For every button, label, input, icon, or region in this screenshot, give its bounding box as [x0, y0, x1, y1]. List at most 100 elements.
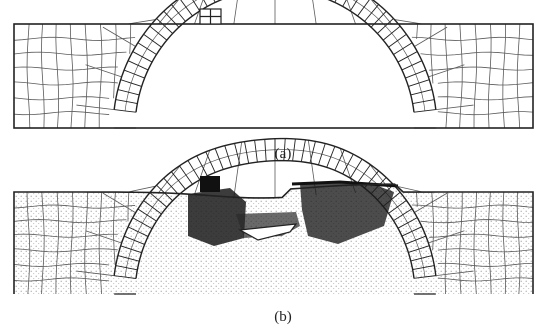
mesh-line: [429, 66, 534, 71]
stipple-fill: [14, 184, 533, 294]
mesh-line: [13, 248, 118, 253]
mesh-line: [444, 191, 449, 295]
voussoir-joint: [357, 164, 371, 184]
mesh-line: [411, 204, 534, 209]
voussoir-joint: [413, 275, 436, 279]
mesh-line: [420, 51, 534, 56]
voussoir-joint: [397, 217, 418, 229]
mesh-grid: [13, 0, 534, 129]
panel-a: [13, 0, 534, 129]
mesh-line: [13, 96, 110, 101]
arch-midline: [124, 0, 426, 111]
slab-outline: [13, 183, 534, 294]
voussoir-joint: [410, 89, 433, 96]
voussoir-joint: [234, 143, 241, 166]
mesh-line: [69, 191, 74, 295]
mesh-line: [127, 185, 156, 193]
mesh-line: [158, 164, 181, 193]
mesh-line: [420, 219, 534, 224]
mesh-line: [102, 26, 136, 47]
arch-ring: [113, 137, 437, 295]
mesh-line: [430, 23, 434, 84]
voussoir-joint: [137, 208, 157, 222]
mesh-line: [428, 64, 465, 78]
mesh-line: [13, 277, 110, 282]
voussoir-joint: [364, 4, 379, 22]
voussoir-joint: [115, 265, 138, 271]
mesh-line: [233, 142, 243, 198]
voussoir-joint: [393, 42, 413, 55]
mesh-line: [113, 23, 117, 99]
voussoir-joint: [264, 139, 267, 162]
voussoir-joint: [382, 25, 401, 41]
voussoir-joint: [412, 265, 435, 271]
voussoir-joint: [213, 0, 216, 3]
voussoir-joint: [388, 33, 407, 48]
voussoir-joint: [171, 171, 186, 190]
panel-b-caption: (b): [274, 309, 292, 325]
mesh-line: [473, 23, 478, 129]
voussoir-joint: [300, 139, 306, 162]
voussoir-joint: [334, 149, 345, 171]
mesh-line: [85, 230, 122, 244]
load-block: [199, 8, 222, 25]
mesh-line: [194, 0, 204, 25]
voussoir-joint: [397, 51, 418, 63]
voussoir-joint: [214, 148, 224, 170]
mesh-line: [84, 192, 88, 295]
mesh-line: [76, 270, 115, 277]
mesh-line: [13, 262, 110, 267]
arch-intrados: [135, 0, 415, 113]
mesh-line: [411, 36, 534, 41]
mesh-line: [414, 192, 448, 213]
voussoir-joint: [334, 0, 337, 3]
mesh-line: [113, 192, 116, 265]
mesh-line: [346, 0, 356, 25]
voussoir-joint: [401, 226, 423, 237]
mesh-grid: [13, 138, 534, 295]
mesh-line: [158, 0, 179, 25]
mesh-line: [437, 96, 534, 101]
mesh-line: [437, 277, 534, 282]
mesh-line: [102, 192, 136, 214]
voussoir-joint: [377, 18, 394, 34]
mesh-line: [516, 191, 521, 295]
mesh-line: [69, 23, 74, 129]
voussoir-joint: [388, 199, 407, 214]
voussoir-joint: [309, 141, 316, 164]
mesh-line: [76, 104, 115, 111]
voussoir-joint: [132, 217, 153, 230]
voussoir-joint: [401, 60, 423, 71]
mesh-line: [312, 0, 317, 25]
voussoir-joint: [283, 138, 286, 161]
mesh-line: [416, 23, 418, 39]
voussoir-joint: [410, 255, 433, 262]
voussoir-joint: [132, 51, 153, 63]
voussoir-joint: [115, 99, 138, 104]
mesh-line: [194, 150, 211, 195]
voussoir-joint: [123, 235, 145, 245]
voussoir-joint: [203, 0, 208, 7]
voussoir-joint: [143, 33, 162, 48]
mesh-line: [473, 191, 478, 295]
mesh-line: [13, 233, 118, 238]
mesh-line: [13, 204, 136, 209]
mesh-line: [502, 23, 506, 129]
voussoir-joint: [180, 0, 193, 17]
mesh-line: [13, 51, 127, 56]
panel-a-caption: (a): [274, 146, 292, 162]
mesh-line: [55, 191, 60, 295]
mesh-line: [444, 23, 449, 129]
mesh-line: [416, 192, 418, 207]
mesh-line: [127, 192, 130, 222]
mesh-line: [85, 64, 122, 78]
mesh-line: [435, 270, 474, 277]
voussoir-joint: [192, 0, 201, 12]
voussoir-joint: [149, 25, 168, 41]
voussoir-joint: [137, 42, 157, 55]
voussoir-joint: [179, 165, 193, 185]
voussoir-joint: [224, 145, 233, 168]
slab-outline: [13, 23, 534, 129]
mesh-line: [437, 111, 534, 116]
voussoir-joint: [120, 79, 142, 87]
